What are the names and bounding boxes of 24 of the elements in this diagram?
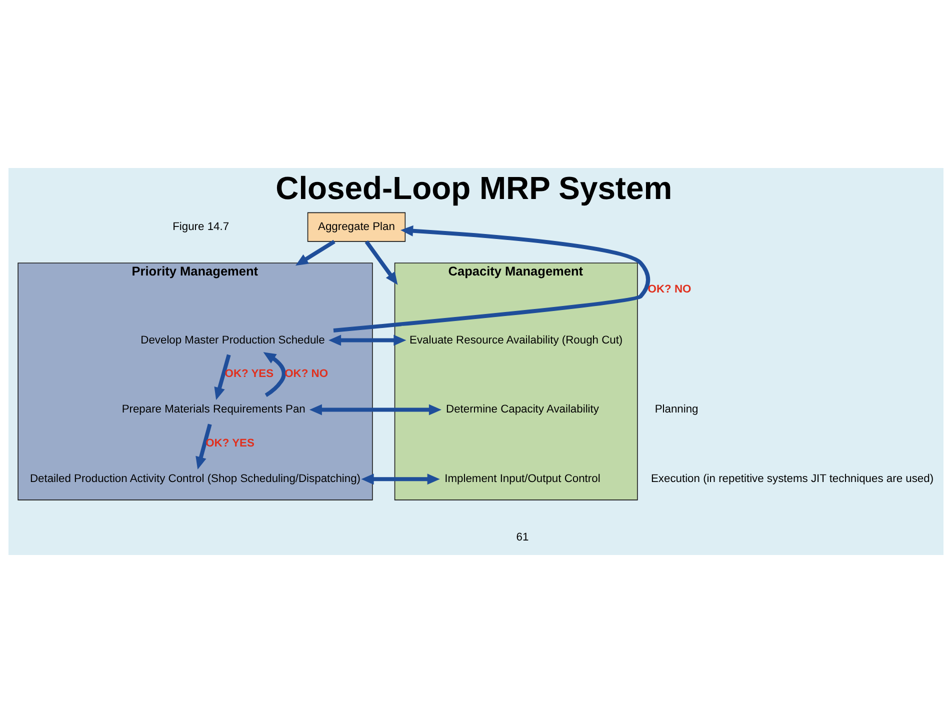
node-text: Determine Capacity Availability — [446, 403, 599, 416]
arrow — [295, 239, 336, 266]
node-text: Implement Input/Output Control — [444, 472, 600, 485]
label: Planning — [654, 403, 698, 416]
node-text: Develop Master Production Schedule — [140, 334, 325, 346]
node-text: Detailed Production Activity Control (Shop Scheduling/Dispatching) — [30, 472, 361, 485]
arrow — [333, 224, 650, 332]
node-text: Prepare Materials Requirements Pan — [122, 403, 306, 416]
arrow — [328, 334, 406, 346]
arrow — [263, 352, 286, 396]
label: Execution (in repetitive systems JIT techniques are used) — [650, 472, 934, 485]
label: 61 — [516, 530, 529, 543]
arrow — [309, 404, 442, 415]
node-box: Aggregate Plan — [307, 212, 406, 242]
arrow — [196, 423, 212, 469]
edge-label: OK? YES — [206, 437, 254, 450]
arrow — [361, 473, 440, 484]
arrow — [364, 240, 398, 284]
edge-label: OK? NO — [648, 283, 692, 296]
node-text: Evaluate Resource Availability (Rough Cut) — [410, 334, 623, 346]
edge-label: OK? YES — [224, 368, 274, 380]
label: Figure 14.7 — [172, 220, 230, 233]
diagram-title: Closed-Loop MRP System — [276, 170, 672, 206]
arrow — [214, 354, 231, 400]
